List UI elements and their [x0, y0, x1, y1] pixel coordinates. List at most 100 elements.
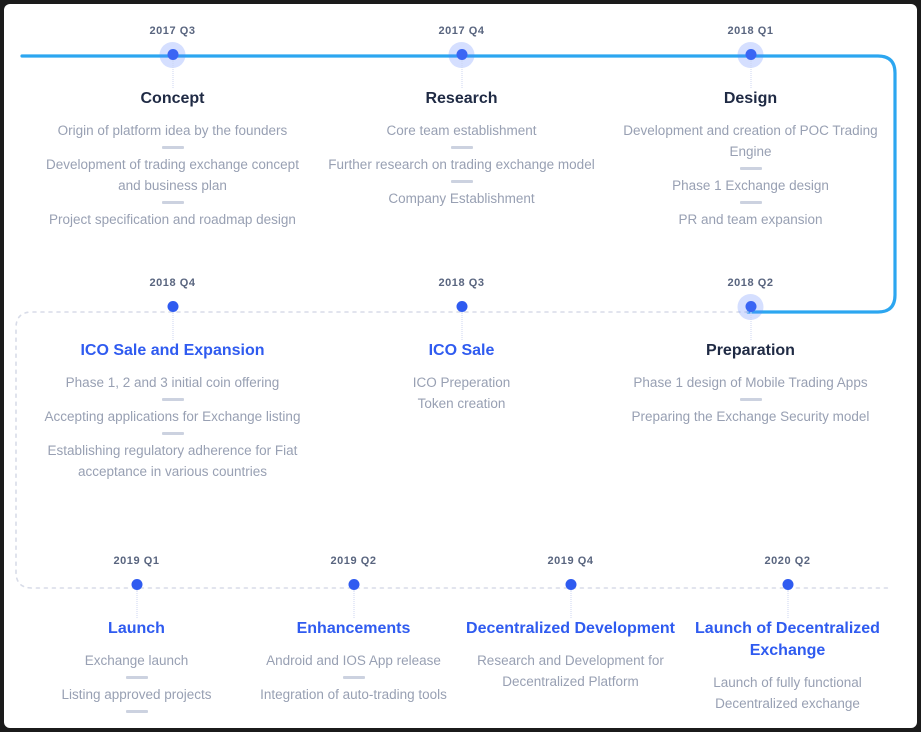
milestone-2019-q4[interactable]: 2019 Q4 Decentralized Development Resear… — [462, 536, 679, 718]
milestone-item: Integration of auto-trading tools — [260, 687, 447, 702]
dotted-stem-icon — [570, 590, 571, 618]
milestone-2019-q1[interactable]: 2019 Q1 Launch Exchange launch Listing a… — [28, 536, 245, 718]
timeline-dot-icon — [456, 301, 467, 312]
milestone-2018-q4[interactable]: 2018 Q4 ICO Sale and Expansion Phase 1, … — [28, 260, 317, 482]
timeline-dot-icon — [745, 301, 756, 312]
dotted-stem-icon — [750, 60, 751, 88]
milestone-item: Android and IOS App release — [266, 653, 441, 668]
milestone-title: Design — [723, 90, 778, 107]
milestone-body: Phase 1, 2 and 3 initial coin offering A… — [28, 372, 317, 482]
milestone-date: 2018 Q4 — [149, 277, 196, 289]
milestone-item: Preparing the Exchange Security model — [631, 409, 870, 424]
timeline-dot-icon — [745, 49, 756, 60]
milestone-title: Research — [425, 90, 498, 107]
milestone-marker — [28, 38, 317, 88]
milestone-title: Enhancements — [296, 620, 411, 637]
roadmap-row-3: 2019 Q1 Launch Exchange launch Listing a… — [4, 536, 917, 718]
milestone-body: Exchange launch Listing approved project… — [28, 650, 245, 713]
milestone-item: Further research on trading exchange mod… — [328, 157, 595, 172]
milestone-title: ICO Sale and Expansion — [80, 342, 265, 359]
milestone-item: Research and Development for Decentraliz… — [477, 653, 664, 689]
item-separator — [161, 398, 184, 401]
milestone-body: Research and Development for Decentraliz… — [462, 650, 679, 692]
timeline-dot-icon — [167, 301, 178, 312]
item-separator — [739, 201, 762, 204]
milestone-2019-q2[interactable]: 2019 Q2 Enhancements Android and IOS App… — [245, 536, 462, 718]
item-separator — [161, 146, 184, 149]
milestone-title: ICO Sale — [428, 342, 495, 359]
dotted-stem-icon — [787, 590, 788, 618]
timeline-dot-icon — [782, 579, 793, 590]
milestone-title: Launch — [108, 620, 165, 637]
milestone-2018-q3[interactable]: 2018 Q3 ICO Sale ICO Preperation Token c… — [317, 260, 606, 482]
milestone-item: Core team establishment — [386, 123, 537, 138]
item-separator — [161, 432, 184, 435]
milestone-date: 2020 Q2 — [764, 555, 811, 567]
milestone-item: Launch of fully functional — [713, 675, 862, 690]
milestone-item: Phase 1 design of Mobile Trading Apps — [633, 375, 868, 390]
milestone-body: Core team establishment Further research… — [317, 120, 606, 209]
milestone-date: 2017 Q3 — [149, 25, 196, 37]
roadmap-row-2: 2018 Q4 ICO Sale and Expansion Phase 1, … — [4, 260, 917, 482]
timeline-dot-icon — [456, 49, 467, 60]
milestone-2018-q1[interactable]: 2018 Q1 Design Development and creation … — [606, 4, 895, 230]
milestone-title: Launch of Decentralized Exchange — [695, 620, 880, 659]
milestone-item: Project specification and roadmap design — [49, 212, 296, 227]
roadmap-row-1: 2017 Q3 Concept Origin of platform idea … — [4, 4, 917, 230]
dotted-stem-icon — [136, 590, 137, 618]
milestone-body: Android and IOS App release Integration … — [245, 650, 462, 705]
milestone-item: Token creation — [417, 396, 506, 411]
dotted-stem-icon — [461, 312, 462, 340]
dotted-stem-icon — [353, 590, 354, 618]
item-separator — [739, 398, 762, 401]
milestone-date: 2019 Q4 — [547, 555, 594, 567]
dotted-stem-icon — [461, 60, 462, 88]
milestone-item: Origin of platform idea by the founders — [57, 123, 288, 138]
milestone-marker — [28, 290, 317, 340]
milestone-2017-q3[interactable]: 2017 Q3 Concept Origin of platform idea … — [28, 4, 317, 230]
milestone-item: Development of trading exchange concept … — [46, 157, 299, 193]
milestone-item: Phase 1, 2 and 3 initial coin offering — [65, 375, 280, 390]
milestone-item: Establishing regulatory adherence for Fi… — [47, 443, 298, 479]
timeline-dot-icon — [348, 579, 359, 590]
item-separator — [161, 201, 184, 204]
roadmap-canvas: 2017 Q3 Concept Origin of platform idea … — [4, 4, 917, 728]
milestone-marker — [28, 568, 245, 618]
item-separator — [450, 146, 473, 149]
timeline-dot-icon — [167, 49, 178, 60]
milestone-2018-q2[interactable]: 2018 Q2 Preparation Phase 1 design of Mo… — [606, 260, 895, 482]
milestone-marker — [606, 290, 895, 340]
milestone-2017-q4[interactable]: 2017 Q4 Research Core team establishment… — [317, 4, 606, 230]
milestone-item: Company Establishment — [388, 191, 535, 206]
milestone-body: Phase 1 design of Mobile Trading Apps Pr… — [606, 372, 895, 427]
item-separator — [125, 676, 148, 679]
item-separator — [739, 167, 762, 170]
timeline-dot-icon — [131, 579, 142, 590]
milestone-item: ICO Preperation — [412, 375, 511, 390]
milestone-body: Launch of fully functional Decentralized… — [679, 672, 896, 714]
milestone-marker — [462, 568, 679, 618]
item-separator — [342, 676, 365, 679]
milestone-body: Development and creation of POC Trading … — [606, 120, 895, 230]
milestone-date: 2018 Q2 — [727, 277, 774, 289]
dotted-stem-icon — [172, 60, 173, 88]
roadmap-page: 2017 Q3 Concept Origin of platform idea … — [4, 4, 917, 728]
milestone-item: Phase 1 Exchange design — [672, 178, 829, 193]
milestone-marker — [245, 568, 462, 618]
milestone-2020-q2[interactable]: 2020 Q2 Launch of Decentralized Exchange… — [679, 536, 896, 718]
milestone-item: Development and creation of POC Trading … — [623, 123, 878, 159]
milestone-marker — [317, 38, 606, 88]
milestone-body: ICO Preperation Token creation — [317, 372, 606, 414]
milestone-date: 2019 Q2 — [330, 555, 377, 567]
item-separator — [125, 710, 148, 713]
milestone-item: Listing approved projects — [61, 687, 212, 702]
milestone-date: 2017 Q4 — [438, 25, 485, 37]
milestone-marker — [606, 38, 895, 88]
milestone-date: 2018 Q3 — [438, 277, 485, 289]
milestone-title: Concept — [140, 90, 205, 107]
dotted-stem-icon — [172, 312, 173, 340]
milestone-marker — [317, 290, 606, 340]
milestone-title: Preparation — [706, 342, 795, 359]
milestone-item: Accepting applications for Exchange list… — [44, 409, 301, 424]
milestone-title: Decentralized Development — [466, 620, 675, 637]
